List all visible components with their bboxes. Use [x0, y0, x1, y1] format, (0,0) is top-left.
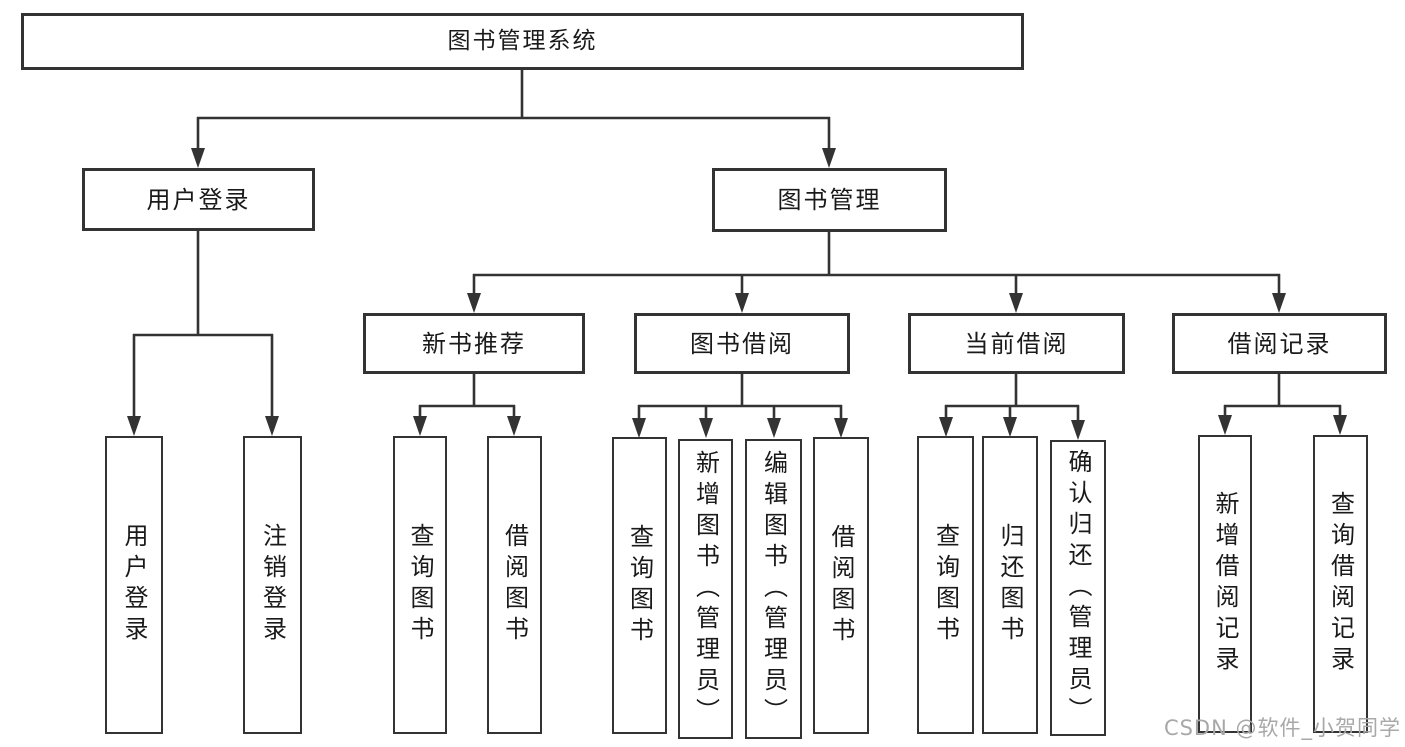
node-borrow-record: 借阅记录	[1172, 313, 1387, 374]
node-new-book-recommend-label: 新书推荐	[422, 329, 526, 358]
node-user-login-label: 用户登录	[146, 185, 251, 214]
leaf-current-return-books-label: 归还图书	[996, 523, 1024, 647]
leaf-borrow-edit-books-admin: 编辑图书（管理员）	[745, 439, 802, 739]
connector-management-to-level3	[467, 232, 1286, 313]
leaf-user-login: 用户登录	[105, 436, 163, 734]
connector-record-to-leaves	[1218, 374, 1347, 435]
node-book-management: 图书管理	[712, 168, 947, 232]
node-book-borrow: 图书借阅	[634, 313, 850, 374]
connector-current-to-leaves	[939, 374, 1085, 440]
leaf-newbook-query-books: 查询图书	[393, 436, 447, 734]
leaf-current-query-books-label: 查询图书	[931, 523, 960, 647]
node-user-login: 用户登录	[82, 168, 315, 231]
node-book-management-label: 图书管理	[777, 186, 882, 214]
leaf-record-query-record: 查询借阅记录	[1313, 435, 1368, 733]
leaf-borrow-add-books-admin: 新增图书（管理员）	[678, 439, 733, 739]
connector-newbook-to-leaves	[413, 374, 521, 436]
node-current-borrow: 当前借阅	[908, 313, 1125, 374]
node-borrow-record-label: 借阅记录	[1227, 329, 1332, 358]
leaf-borrow-borrow-books: 借阅图书	[813, 437, 869, 734]
leaf-logout: 注销登录	[243, 436, 302, 734]
connector-borrow-to-leaves	[632, 374, 848, 438]
leaf-current-confirm-return-admin-label: 确认归还（管理员）	[1064, 448, 1092, 728]
leaf-borrow-query-books: 查询图书	[612, 437, 667, 734]
leaf-current-query-books: 查询图书	[917, 436, 974, 734]
leaf-record-add-record: 新增借阅记录	[1198, 435, 1252, 733]
leaf-user-login-label: 用户登录	[120, 523, 148, 647]
leaf-record-add-record-label: 新增借阅记录	[1211, 491, 1239, 677]
leaf-borrow-borrow-books-label: 借阅图书	[827, 523, 855, 648]
leaf-newbook-query-books-label: 查询图书	[406, 523, 434, 647]
connector-login-to-leaves	[127, 231, 279, 436]
node-current-borrow-label: 当前借阅	[964, 329, 1069, 358]
leaf-logout-label: 注销登录	[258, 523, 287, 647]
csdn-watermark: CSDN @软件_小贺同学	[1163, 716, 1401, 740]
leaf-current-confirm-return-admin: 确认归还（管理员）	[1050, 440, 1106, 736]
leaf-newbook-borrow-books-label: 借阅图书	[500, 523, 529, 647]
leaf-record-query-record-label: 查询借阅记录	[1326, 491, 1355, 677]
leaf-borrow-query-books-label: 查询图书	[625, 523, 654, 648]
leaf-borrow-edit-books-admin-label: 编辑图书（管理员）	[759, 449, 788, 729]
leaf-current-return-books: 归还图书	[982, 436, 1038, 734]
leaf-borrow-add-books-admin-label: 新增图书（管理员）	[691, 449, 720, 729]
node-root: 图书管理系统	[21, 13, 1024, 70]
node-root-label: 图书管理系统	[447, 28, 598, 54]
node-book-borrow-label: 图书借阅	[690, 329, 794, 358]
leaf-newbook-borrow-books: 借阅图书	[487, 436, 542, 734]
connector-root-to-level2	[191, 70, 836, 168]
node-new-book-recommend: 新书推荐	[363, 313, 585, 374]
